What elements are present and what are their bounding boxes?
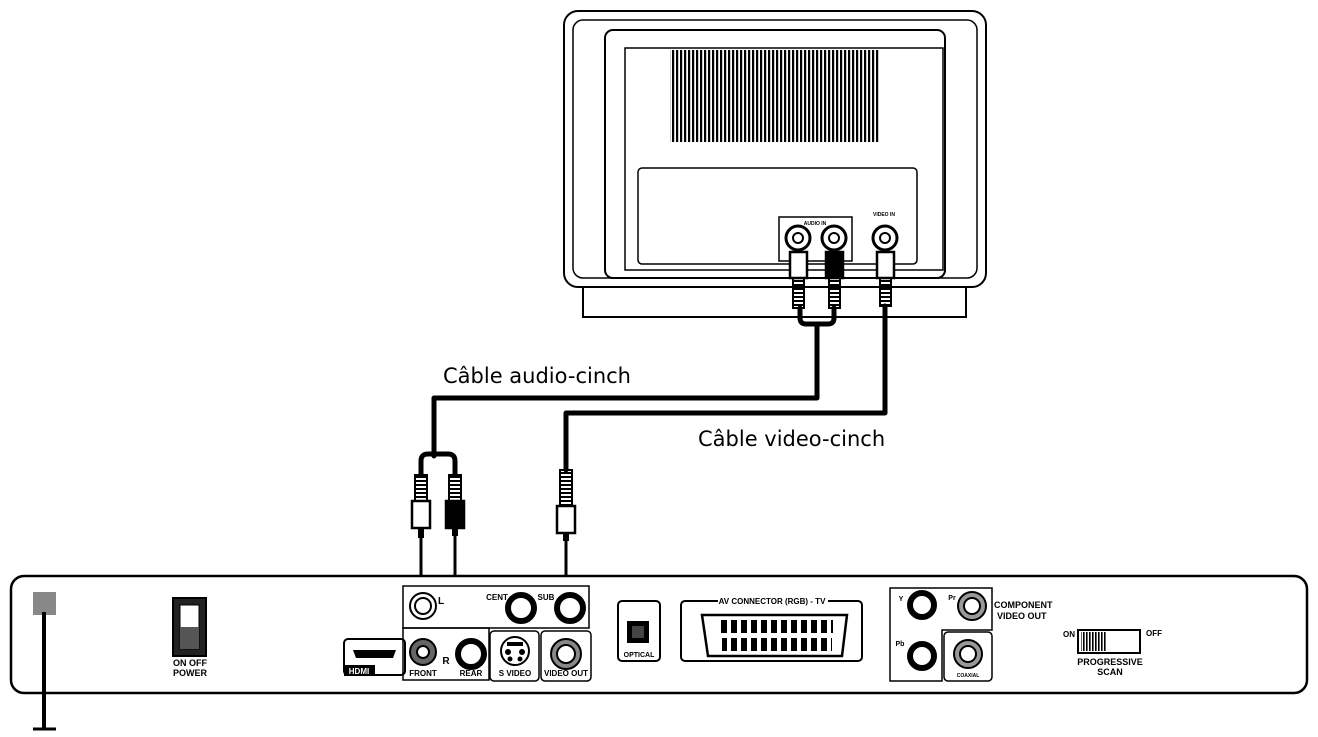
scart-connector[interactable] — [700, 613, 849, 658]
cent-label: CENT — [486, 593, 508, 602]
component-pb-jack[interactable] — [907, 641, 937, 671]
coaxial-label: COAXIAL — [957, 673, 980, 679]
audio-out-sub-jack[interactable] — [554, 592, 586, 624]
progressive-on-label: ON — [1063, 630, 1075, 639]
player-rca-plug-video — [555, 469, 577, 541]
dvd-player: ON OFF POWER HDMI L CENT SUB R FR — [9, 574, 1309, 731]
scan-label: SCAN — [1097, 667, 1123, 677]
power-switch-onoff-label: ON OFF — [173, 658, 207, 668]
component-label-line1: COMPONENT — [994, 600, 1053, 610]
hdmi-label: HDMI — [349, 667, 369, 676]
tv-vent-grille — [670, 50, 880, 142]
tv-rca-plug-video — [875, 250, 896, 307]
hdmi-port[interactable] — [343, 638, 406, 676]
tv-video-in-jack[interactable] — [871, 224, 899, 252]
video-cable — [563, 303, 888, 473]
component-y-label: Y — [899, 596, 904, 603]
s-video-port[interactable] — [500, 636, 530, 666]
video-out-jack[interactable] — [550, 638, 582, 670]
progressive-off-label: OFF — [1146, 629, 1162, 638]
power-label: POWER — [173, 668, 208, 678]
av-connector-label: AV CONNECTOR (RGB) - TV — [719, 597, 826, 606]
rear-label: REAR — [460, 669, 483, 678]
player-rca-plug-left — [410, 474, 432, 538]
sub-label: SUB — [538, 593, 555, 602]
player-rca-plug-right — [444, 474, 466, 536]
component-y-jack[interactable] — [907, 590, 937, 620]
progressive-scan-switch[interactable] — [1077, 629, 1141, 654]
tv-rca-plug-left — [788, 250, 809, 309]
tv-audio-in-label: AUDIO IN — [804, 221, 827, 227]
optical-port[interactable] — [617, 600, 661, 662]
audio-out-front-left-jack[interactable] — [409, 592, 437, 620]
video-cable-label: Câble video-cinch — [698, 427, 885, 451]
tv-audio-in-left-jack[interactable] — [784, 224, 812, 252]
television: AUDIO IN VIDEO IN — [563, 10, 987, 318]
power-switch[interactable] — [172, 597, 207, 657]
coaxial-jack[interactable] — [953, 639, 983, 669]
progressive-label: PROGRESSIVE — [1077, 657, 1143, 667]
component-pr-jack[interactable] — [957, 591, 987, 621]
component-label-line2: VIDEO OUT — [997, 611, 1047, 621]
audio-out-front-right-jack[interactable] — [409, 638, 437, 666]
component-pr-label: Pr — [948, 595, 956, 602]
tv-video-in-label: VIDEO IN — [873, 212, 895, 218]
audio-out-rear-jack[interactable] — [455, 638, 487, 670]
audio-out-center-jack[interactable] — [505, 592, 537, 624]
component-pb-label: Pb — [896, 641, 905, 648]
front-label: FRONT — [409, 669, 437, 678]
audio-left-label: L — [438, 596, 444, 607]
optical-label: OPTICAL — [624, 652, 655, 659]
video-out-label: VIDEO OUT — [544, 669, 588, 678]
s-video-label: S VIDEO — [499, 669, 531, 678]
audio-cable-label: Câble audio-cinch — [443, 364, 631, 388]
tv-audio-in-right-jack[interactable] — [820, 224, 848, 252]
power-cord-plug — [33, 592, 56, 615]
audio-right-label: R — [442, 656, 450, 667]
tv-rca-plug-right — [824, 250, 845, 309]
